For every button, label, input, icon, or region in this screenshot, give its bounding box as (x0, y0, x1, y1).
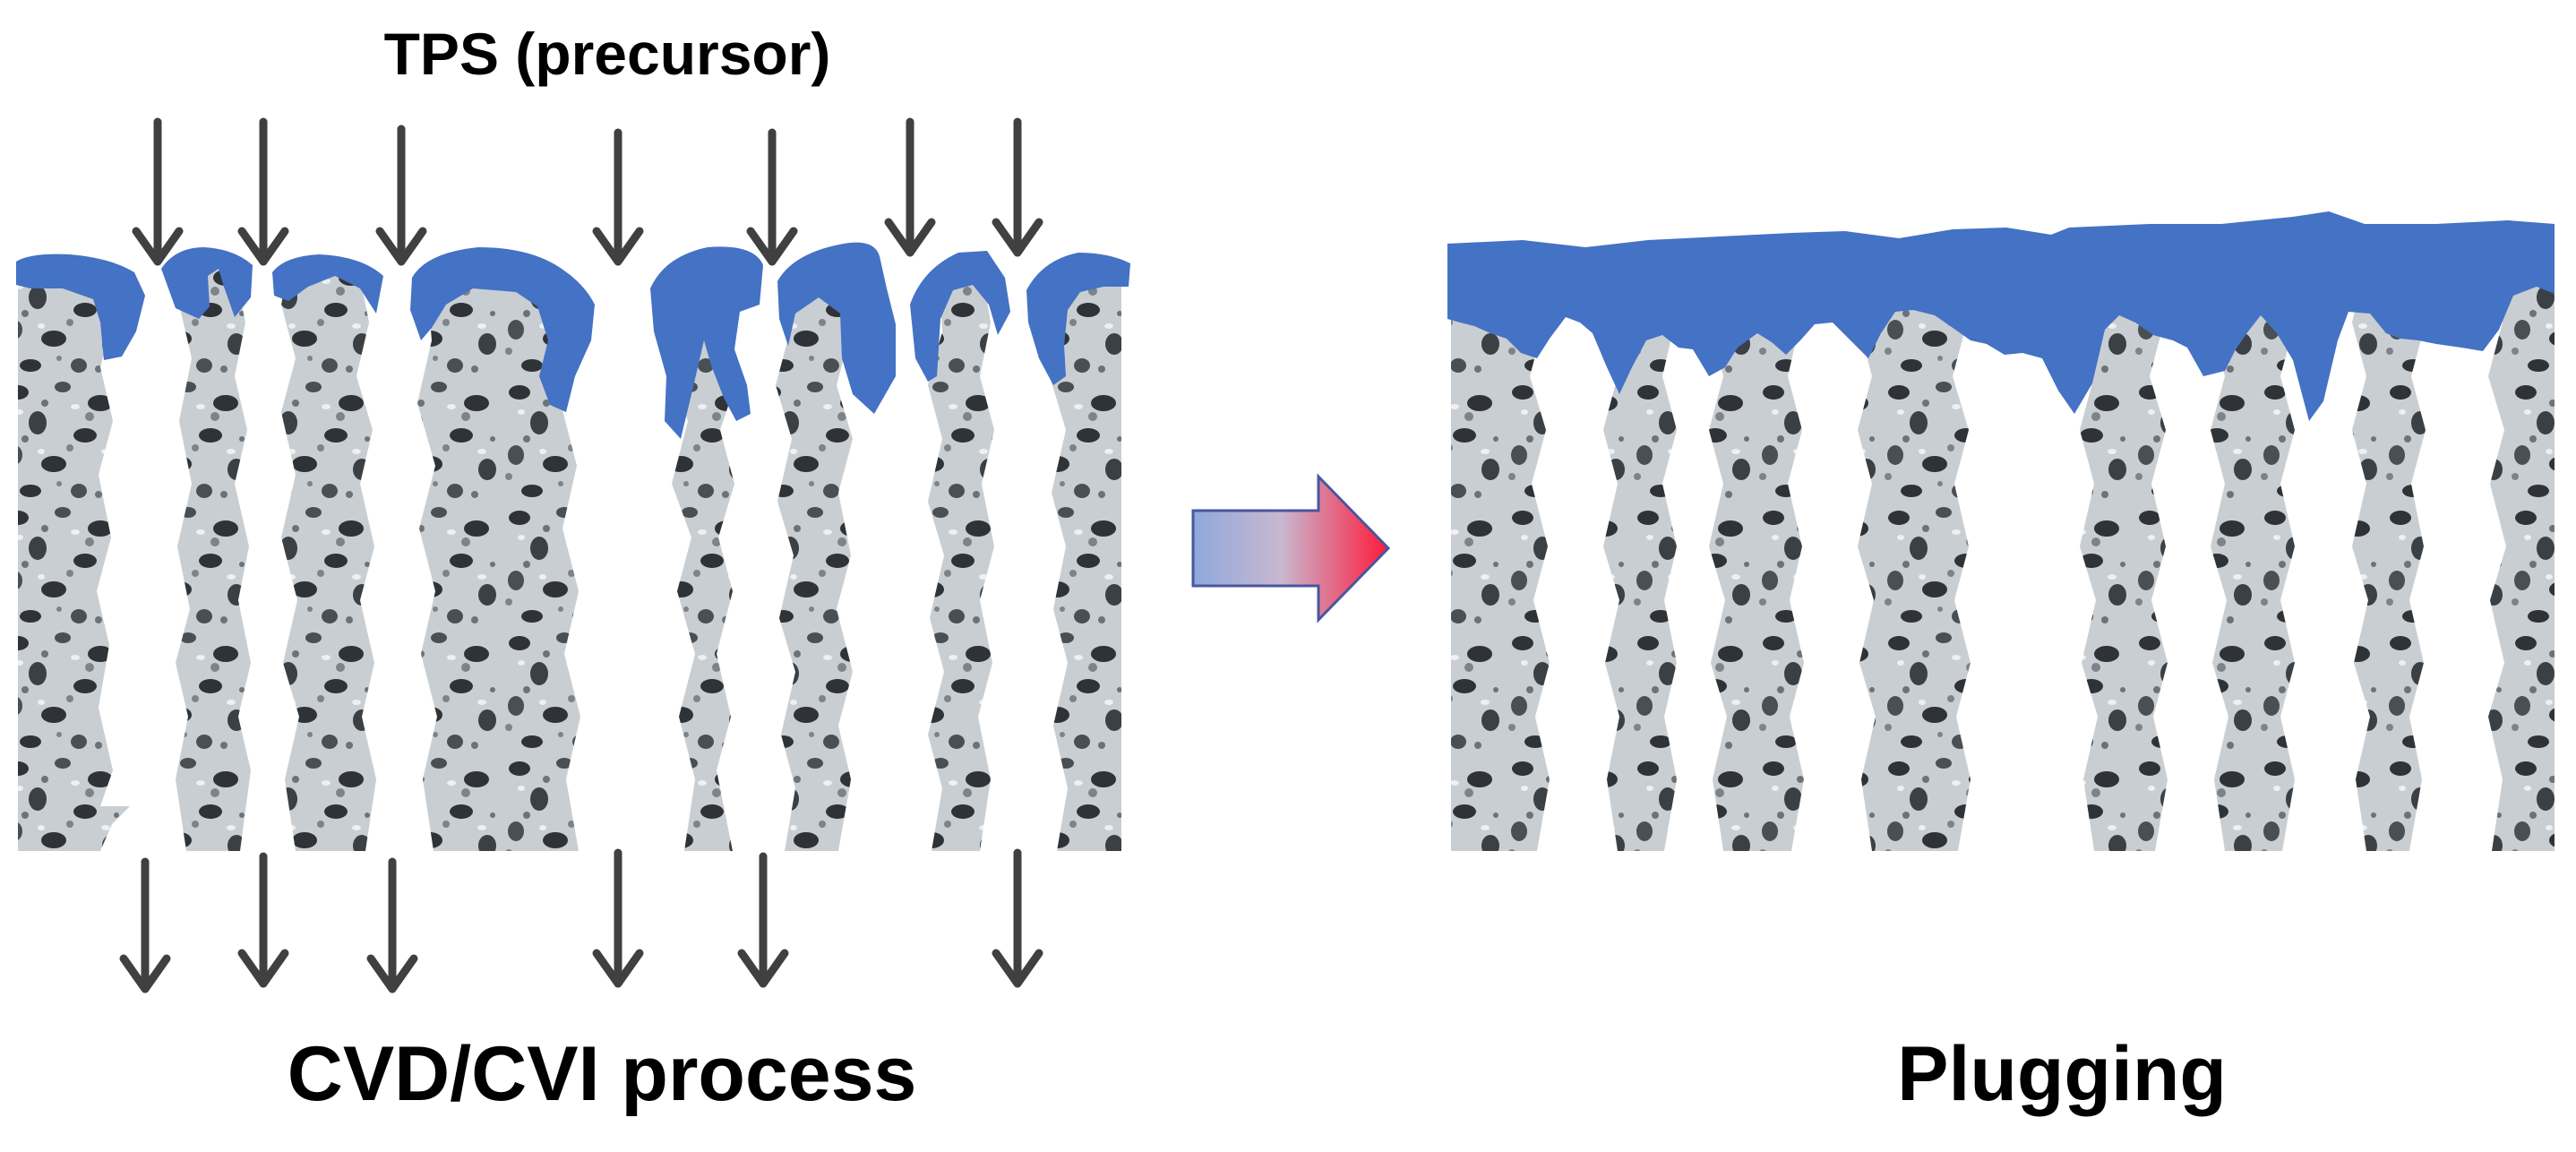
deposit-cap (910, 251, 1010, 382)
fiber-column (776, 278, 853, 851)
precursor-label: TPS (precursor) (383, 21, 831, 87)
fiber-column (1603, 269, 1677, 851)
arrow-down-icon (592, 848, 644, 988)
arrow-down-icon (237, 117, 289, 266)
fiber-column (417, 278, 580, 851)
arrow-down-icon (375, 125, 427, 266)
arrow-down-icon (237, 852, 289, 988)
arrow-down-icon (132, 117, 184, 266)
arrow-down-icon (884, 117, 936, 257)
deposit-cap (1026, 253, 1130, 385)
arrow-down-icon (992, 848, 1043, 988)
arrow-down-icon (746, 128, 798, 266)
result-label: Plugging (1897, 1031, 2227, 1117)
right-arrow-icon (1191, 473, 1391, 623)
fiber-column (1858, 269, 1971, 851)
arrow-down-icon (366, 857, 418, 993)
arrow-down-icon (592, 128, 644, 266)
exhaust-outflow-arrows (119, 848, 1043, 993)
deposit-cap (650, 246, 763, 439)
fiber-column (2080, 269, 2168, 851)
deposit-caps (16, 242, 1130, 439)
fiber-column (1451, 269, 1550, 851)
precursor-inflow-arrows (132, 117, 1043, 266)
plugging-panel (1447, 211, 2555, 851)
cvd-panel (16, 117, 1130, 993)
fiber-column (928, 269, 994, 851)
process-label: CVD/CVI process (287, 1031, 917, 1117)
porous-fibers-plugged (1451, 269, 2555, 851)
fiber-column (2352, 269, 2426, 851)
arrow-down-icon (119, 857, 171, 993)
deposit-cap (272, 254, 383, 314)
fiber-column (1050, 269, 1121, 851)
arrow-down-icon (737, 852, 789, 988)
fiber-column (2488, 269, 2555, 851)
fiber-column (281, 269, 376, 851)
fiber-column (18, 269, 130, 851)
fiber-column (2211, 269, 2295, 851)
deposit-cap (410, 247, 595, 412)
plug-layer (1447, 211, 2555, 421)
fiber-column (1709, 269, 1804, 851)
deposit-cap (16, 254, 145, 360)
fiber-column (668, 278, 738, 851)
deposit-cap (161, 247, 253, 319)
porous-fibers (18, 269, 1121, 851)
deposit-cap (777, 242, 896, 414)
arrow-down-icon (992, 117, 1043, 257)
fiber-column (176, 269, 251, 851)
